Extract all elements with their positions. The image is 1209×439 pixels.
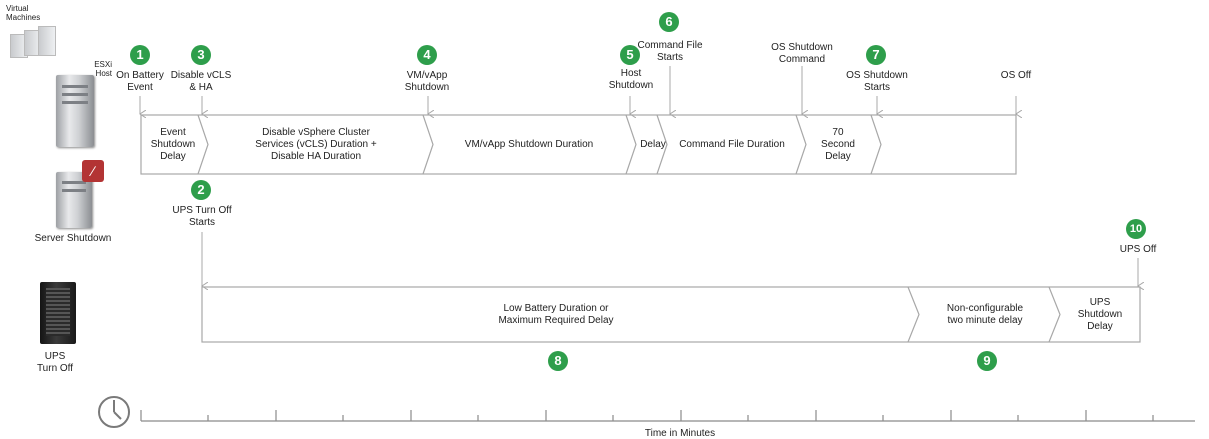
segment-ups-shutdown-delay: UPS Shutdown Delay [1077,296,1123,332]
chevron-divider [870,114,882,175]
esxi-host-server-icon [56,75,94,147]
segment-disable-vcls-ha: Disable vSphere Cluster Services (vCLS) … [255,126,377,162]
event-9-badge: 9 [977,351,997,371]
segment-event-shutdown-delay: Event Shutdown Delay [150,126,196,162]
segment-command-file-duration: Command File Duration [679,138,785,150]
server-shutdown-bar [140,114,1017,175]
ups-icon [40,282,76,344]
os-off-label: OS Off [1000,70,1032,81]
event-6-badge: 6 [659,12,679,32]
os-shutdown-command-label: OS Shutdown Command [771,42,833,65]
event-1-badge: 1 [130,45,150,65]
event-4-badge: 4 [417,45,437,65]
event-7-label: OS Shutdown Starts [846,70,908,93]
event-4-label: VM/vApp Shutdown [404,70,450,93]
chevron-divider [197,114,209,175]
segment-two-minute-delay: Non-configurable two minute delay [946,302,1024,326]
ups-turn-off-bar [201,286,1141,343]
event-6-label: Command File Starts [637,40,703,63]
event-3-badge: 3 [191,45,211,65]
shutdown-badge-icon: ∕ [82,160,104,182]
event-7-badge: 7 [866,45,886,65]
event-2-badge: 2 [191,180,211,200]
chevron-divider [1048,286,1061,343]
event-8-badge: 8 [548,351,568,371]
clock-icon [98,396,130,428]
virtual-machines-icon [10,26,56,60]
event-2-label: UPS Turn Off Starts [172,205,232,228]
chevron-divider [907,286,920,343]
chevron-divider [625,114,637,175]
ups-turn-off-label: UPS Turn Off [36,351,74,374]
event-3-label: Disable vCLS & HA [170,70,232,93]
chevron-divider [795,114,807,175]
segment-70-second-delay: 70 Second Delay [821,126,855,162]
event-5-badge: 5 [620,45,640,65]
event-10-badge: 10 [1126,219,1146,239]
esxi-host-label: ESXi Host [94,60,112,78]
segment-delay: Delay [640,138,666,150]
chevron-divider [656,114,668,175]
segment-low-battery-duration: Low Battery Duration or Maximum Required… [498,302,614,326]
chevron-divider [422,114,434,175]
virtual-machines-label: Virtual Machines [6,4,41,22]
event-10-label: UPS Off [1119,244,1157,255]
event-1-label: On Battery Event [116,70,164,93]
server-shutdown-label: Server Shutdown [34,233,112,244]
time-axis-label: Time in Minutes [644,428,716,439]
segment-vm-vapp-shutdown: VM/vApp Shutdown Duration [464,138,594,150]
event-5-label: Host Shutdown [608,68,654,91]
